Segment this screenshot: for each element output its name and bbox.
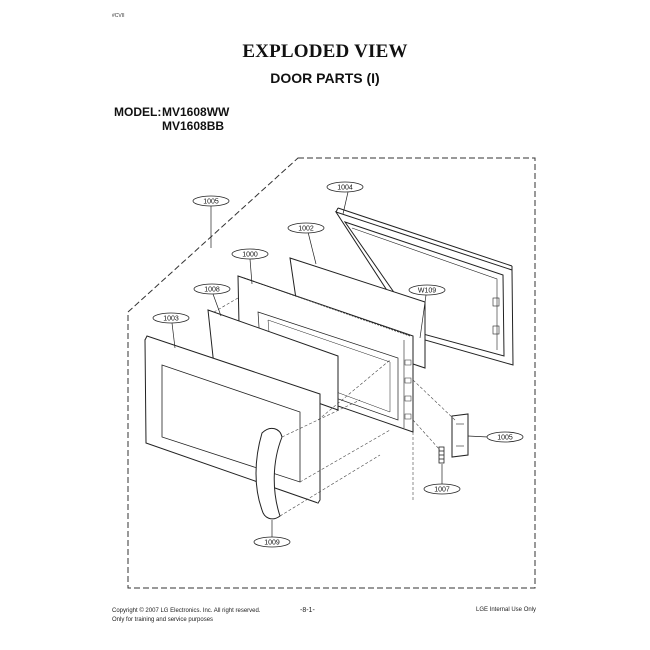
part-1008-glass-panel [207,309,339,411]
model-label: MODEL: [114,105,162,119]
page-subtitle: DOOR PARTS (I) [270,70,380,86]
callout-w109-label: W109 [418,288,436,295]
callout-leaders [171,191,489,537]
callout-1007-label: 1007 [434,487,450,494]
part-1007-spring [438,446,445,464]
footer-copyright-line2: Only for training and service purposes [112,617,214,623]
diagram-boundary [127,157,536,589]
callout-1002: 1002 [287,222,325,234]
model-number-1: MV1608WW [162,105,230,119]
callout-1005-right: 1005 [486,431,524,443]
callout-1002-label: 1002 [298,226,314,233]
footer-page-number: -8-1- [300,607,315,614]
page-tag: #CVII [112,13,125,19]
callout-1005-right-label: 1005 [497,435,513,442]
callout-1008-label: 1008 [204,287,220,294]
callout-1005-top-label: 1005 [203,199,219,206]
callout-1005-top: 1005 [192,195,230,207]
callout-1003-label: 1003 [163,316,179,323]
callout-1009-label: 1009 [264,540,280,547]
callout-1003: 1003 [152,312,190,324]
page-title: EXPLODED VIEW [242,41,408,62]
callout-1000: 1000 [231,248,269,260]
callout-1008: 1008 [193,283,231,295]
footer-copyright-line1: Copyright © 2007 LG Electronics. Inc. Al… [112,608,261,614]
assembly-lines [213,297,456,517]
part-1005-hinge [451,413,469,458]
callout-1004-label: 1004 [337,185,353,192]
callout-1004: 1004 [326,181,364,193]
callout-1009: 1009 [253,536,291,548]
model-number-2: MV1608BB [162,119,225,133]
callout-1000-label: 1000 [242,252,258,259]
footer-internal-use: LGE Internal Use Only [476,607,537,613]
callout-w109: W109 [408,284,446,296]
footer-copyright: Copyright © 2007 LG Electronics. Inc. Al… [112,607,261,625]
callout-1007: 1007 [423,483,461,495]
